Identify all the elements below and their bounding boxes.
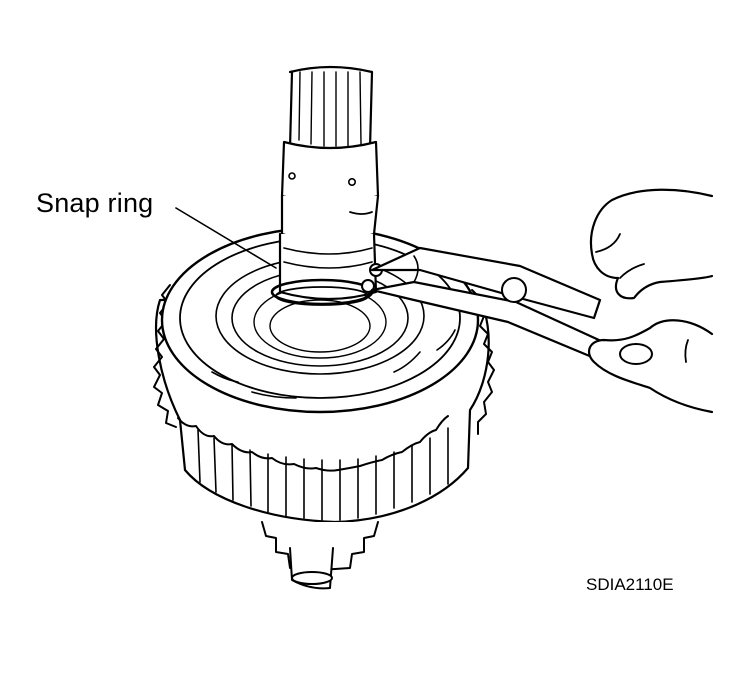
hand-upper [589,188,714,300]
callout-leader-line [175,207,277,269]
output-gear [261,521,379,590]
drum-grooves [197,427,449,521]
hand-lower [587,319,714,414]
drum-top-face [160,226,480,414]
snap-ring-label: Snap ring [36,188,154,218]
figure-id-label: SDIA2110E [586,575,674,594]
input-shaft [278,65,380,301]
